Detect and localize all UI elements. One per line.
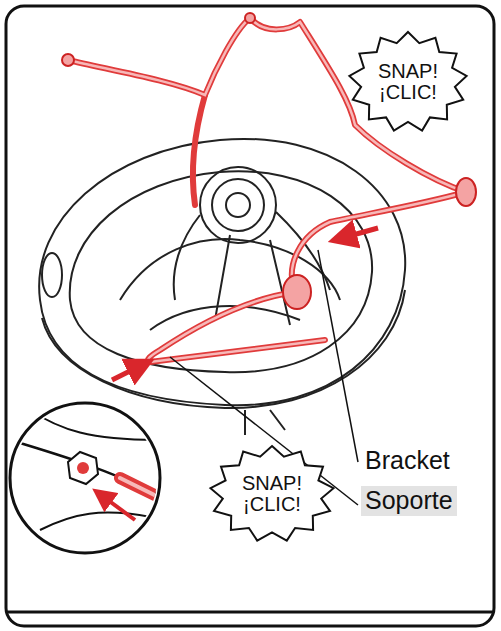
starburst-shape — [211, 446, 334, 541]
callout-text: SNAP! ¡CLIC! — [378, 61, 438, 103]
part-label: Soporte — [361, 486, 457, 516]
callout-text: SNAP! ¡CLIC! — [242, 473, 302, 515]
starburst-shape — [349, 32, 466, 131]
starburst-callout: SNAP! ¡CLIC! — [347, 30, 469, 134]
starburst-callout: SNAP! ¡CLIC! — [208, 444, 336, 544]
part-label: Bracket — [361, 446, 454, 476]
